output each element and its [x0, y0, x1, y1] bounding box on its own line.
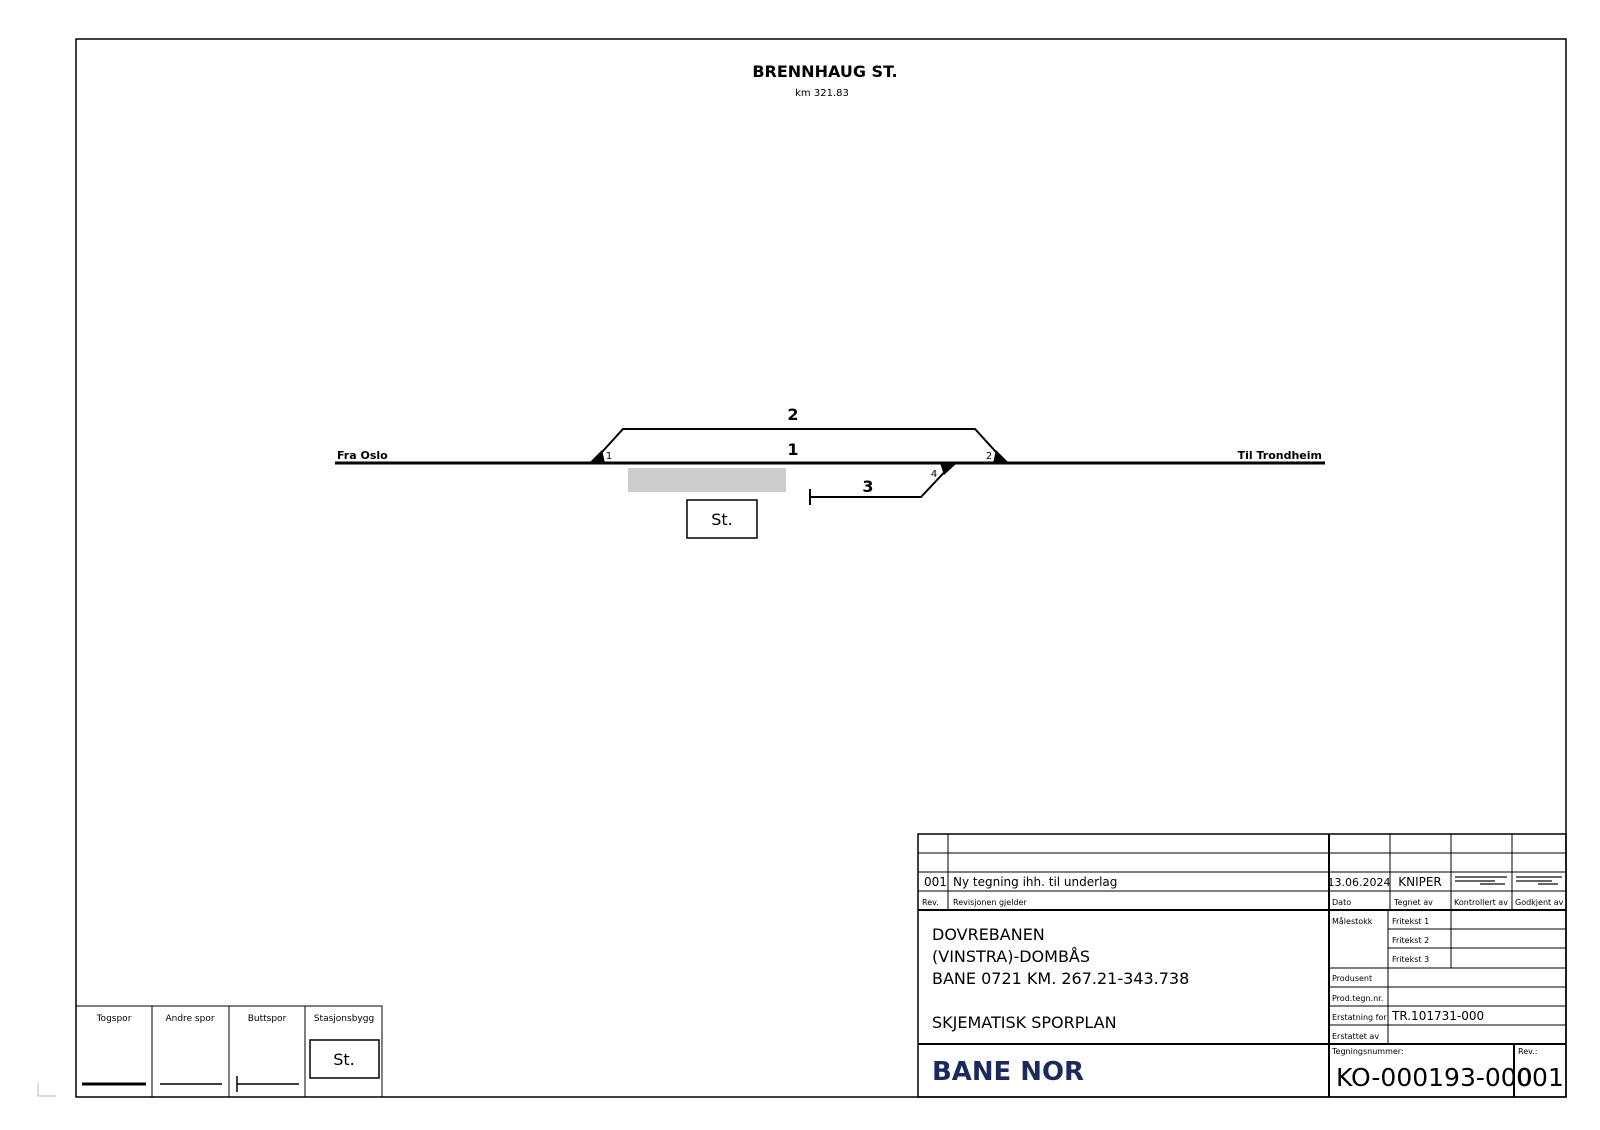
- prod-tegn-label: Prod.tegn.nr.: [1332, 994, 1383, 1003]
- fritekst3-label: Fritekst 3: [1392, 955, 1429, 964]
- tegningsnummer-label: Tegningsnummer:: [1331, 1047, 1404, 1056]
- drawing-frame: [75, 38, 1567, 1098]
- title-block: [917, 833, 1567, 1098]
- fritekst1-label: Fritekst 1: [1392, 917, 1429, 926]
- track-3-label: 3: [862, 477, 873, 496]
- rev-number: 001: [924, 875, 947, 889]
- platform: [628, 468, 786, 492]
- station-building-label: St.: [711, 510, 733, 529]
- hdr-tegnet: Tegnet av: [1393, 898, 1433, 907]
- rev-date: 13.06.2024: [1328, 876, 1391, 889]
- legend-building-box: [309, 1039, 380, 1079]
- station-km: km 321.83: [795, 88, 849, 99]
- legend-andre-spor-label: Andre spor: [165, 1014, 214, 1024]
- station-building: [686, 499, 758, 539]
- rev-label: Rev.:: [1518, 1047, 1537, 1056]
- to-label: Til Trondheim: [1238, 449, 1322, 462]
- produsent-label: Produsent: [1332, 974, 1372, 983]
- rev-signatures: [1455, 876, 1562, 885]
- switch-4-marker: [940, 463, 957, 475]
- legend-stasjonsbygg-label: Stasjonsbygg: [314, 1014, 374, 1024]
- erstatning-for-value: TR.101731-000: [1391, 1009, 1484, 1023]
- erstattet-av-label: Erstattet av: [1332, 1032, 1379, 1041]
- bane-nor-logo: BANE NOR: [932, 1057, 1084, 1087]
- rev-description: Ny tegning ihh. til underlag: [953, 875, 1117, 889]
- project-line-b: (VINSTRA)-DOMBÅS: [932, 947, 1090, 966]
- switch-2-marker: [993, 450, 1009, 463]
- hdr-rev: Rev.: [922, 898, 939, 907]
- logo-text: BANE NOR: [932, 1057, 1084, 1087]
- legend-togspor-label: Togspor: [96, 1014, 132, 1024]
- rev-value: 001: [1516, 1063, 1564, 1092]
- fritekst2-label: Fritekst 2: [1392, 936, 1429, 945]
- switch-2-label: 2: [986, 451, 992, 462]
- from-label: Fra Oslo: [337, 449, 388, 462]
- project-line-d: SKJEMATISK SPORPLAN: [932, 1013, 1117, 1032]
- track-1-label: 1: [787, 440, 798, 459]
- legend-building-text: St.: [333, 1050, 355, 1069]
- rev-drawn-by: KNIPER: [1398, 875, 1442, 889]
- project-line-c: BANE 0721 KM. 267.21-343.738: [932, 969, 1189, 988]
- track-3-line: [810, 462, 954, 498]
- switch-1-marker: [589, 450, 605, 463]
- hdr-kontrollert: Kontrollert av: [1454, 898, 1508, 907]
- legend: Togspor Andre spor Buttspor Stasjonsbygg…: [75, 1005, 383, 1098]
- track-2-line: [591, 428, 1007, 464]
- track-2-label: 2: [787, 405, 798, 424]
- drawing-number: KO-000193-000: [1336, 1063, 1533, 1092]
- switch-4-label: 4: [931, 469, 937, 480]
- legend-buttspor-label: Buttspor: [248, 1014, 287, 1024]
- hdr-revisjonen: Revisjonen gjelder: [953, 898, 1027, 907]
- malestokk-label: Målestokk: [1332, 916, 1373, 926]
- switch-1-label: 1: [606, 451, 612, 462]
- station-title: BRENNHAUG ST.: [752, 62, 897, 81]
- erstatning-for-label: Erstatning for: [1332, 1013, 1387, 1022]
- project-line-a: DOVREBANEN: [932, 925, 1045, 944]
- corner-mark: [37, 1083, 56, 1097]
- hdr-godkjent: Godkjent av: [1515, 898, 1564, 907]
- hdr-dato: Dato: [1332, 898, 1351, 907]
